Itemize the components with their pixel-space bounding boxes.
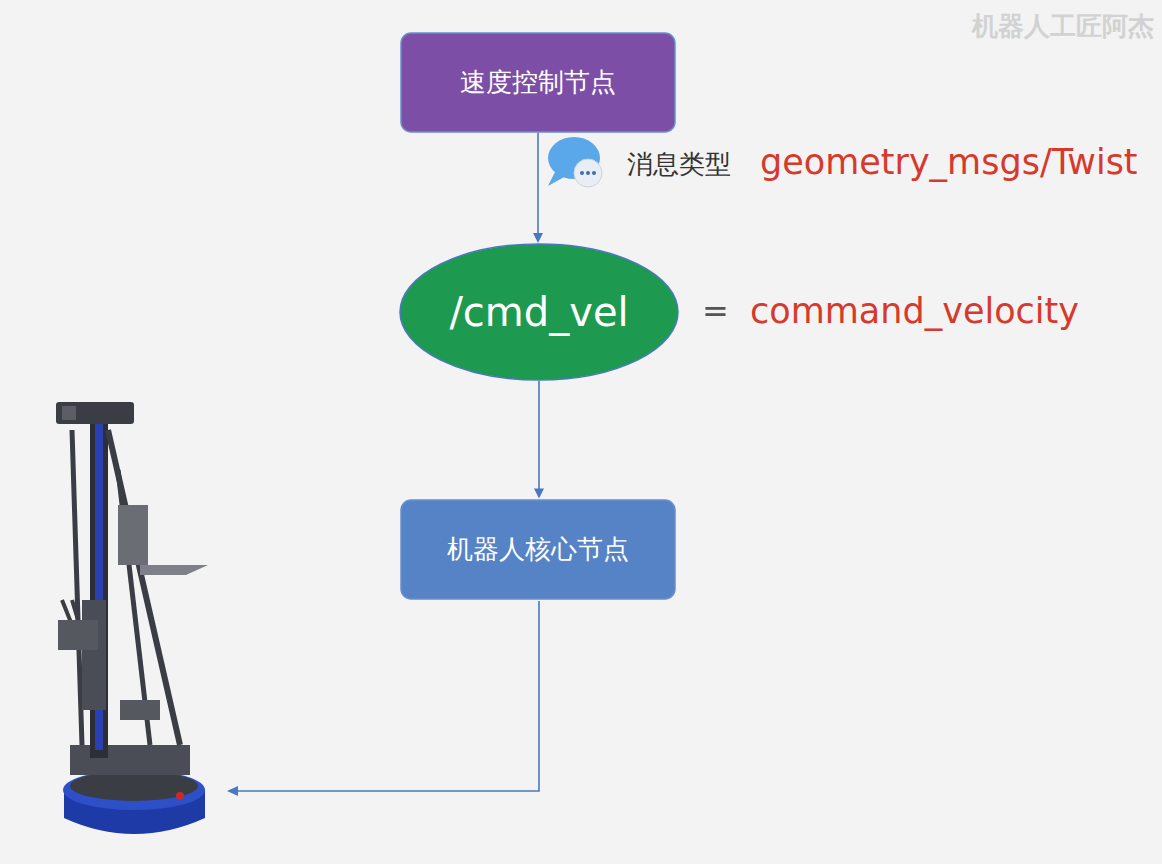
message-icon <box>548 137 602 187</box>
flow-arrow <box>534 381 544 499</box>
node-text: /cmd_vel <box>449 289 628 335</box>
flow-arrow <box>533 133 543 244</box>
equals-sign: = <box>702 292 729 330</box>
process-box: 速度控制节点 <box>400 32 676 133</box>
watermark: 机器人工匠阿杰 <box>972 9 1154 44</box>
leader-arrow <box>227 601 539 796</box>
topic-meaning: command_velocity <box>750 291 1079 331</box>
node-text: 速度控制节点 <box>460 65 616 100</box>
field-label: 消息类型 <box>627 147 731 182</box>
robot-illustration <box>56 402 208 834</box>
topic-ellipse: /cmd_vel <box>399 243 679 381</box>
process-box: 机器人核心节点 <box>400 499 676 600</box>
node-text: 机器人核心节点 <box>447 532 629 567</box>
message-type: geometry_msgs/Twist <box>760 142 1138 182</box>
